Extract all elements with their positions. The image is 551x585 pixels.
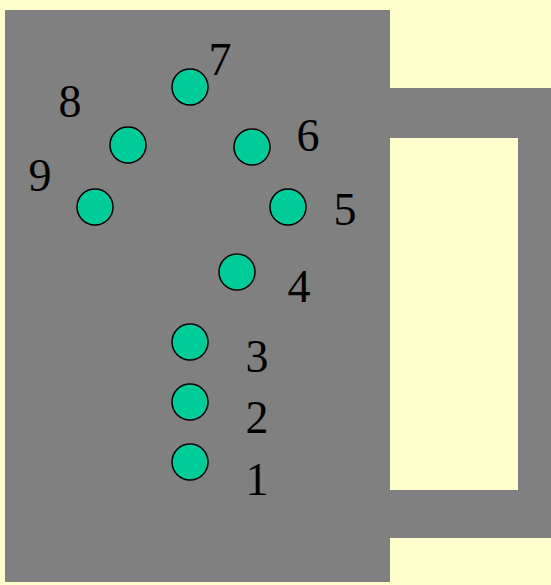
callout-number: 3 xyxy=(246,334,269,380)
callout-number: 6 xyxy=(297,113,320,159)
dot xyxy=(270,189,306,225)
dot xyxy=(172,444,208,480)
dot xyxy=(234,129,270,165)
mug-handle xyxy=(390,88,551,538)
dot xyxy=(110,127,146,163)
dot xyxy=(172,69,208,105)
callout-number: 1 xyxy=(246,457,269,503)
dot xyxy=(172,384,208,420)
mug-body xyxy=(5,10,390,582)
dot xyxy=(172,324,208,360)
callout-number: 5 xyxy=(334,187,357,233)
dot xyxy=(219,254,255,290)
callout-number: 4 xyxy=(288,264,311,310)
callout-number: 9 xyxy=(29,153,52,199)
callout-number: 7 xyxy=(209,37,232,83)
callout-number: 2 xyxy=(246,395,269,441)
question-mark-dots xyxy=(77,69,306,480)
handle-opening xyxy=(390,138,518,490)
dot xyxy=(77,189,113,225)
callout-number: 8 xyxy=(59,79,82,125)
